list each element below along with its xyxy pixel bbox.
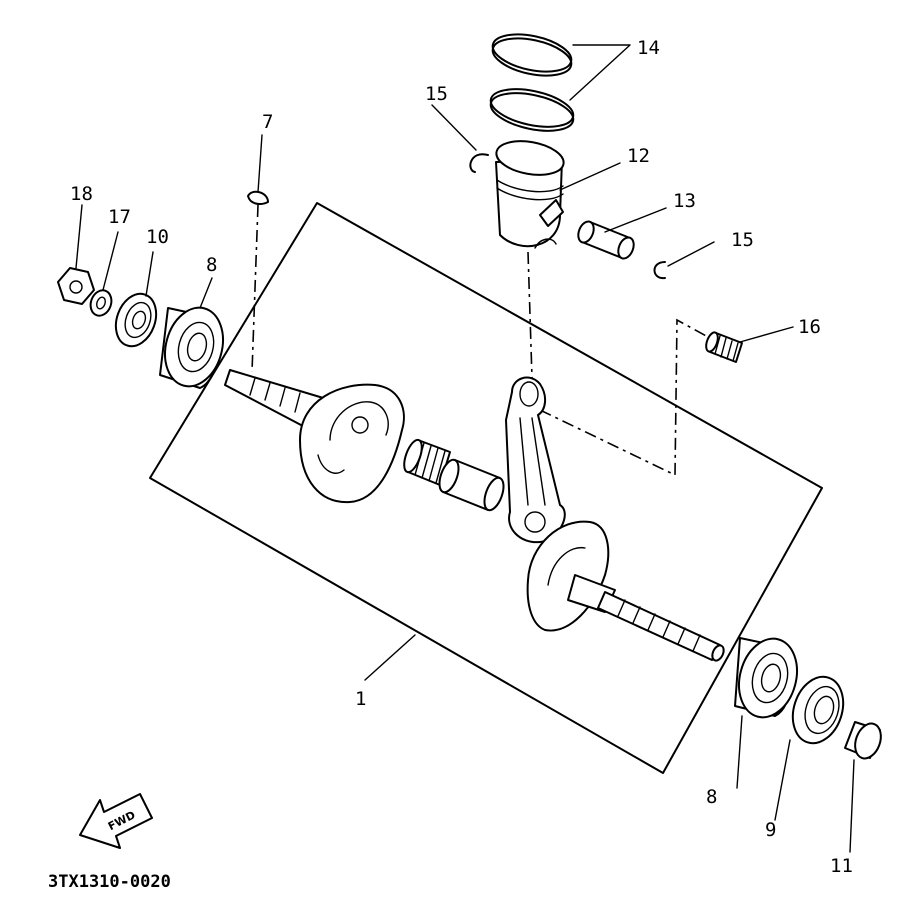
forward-arrow-icon: FWD bbox=[79, 793, 153, 849]
callout-8-left: 8 bbox=[206, 254, 217, 276]
callout-labels: 1 7 8 8 9 10 11 12 13 14 15 15 16 17 18 bbox=[70, 37, 853, 877]
callout-17: 17 bbox=[108, 206, 131, 228]
crank-nut bbox=[57, 267, 95, 305]
crank-pin bbox=[438, 458, 505, 512]
callout-12: 12 bbox=[627, 145, 650, 167]
diagram-code: 3TX1310-0020 bbox=[48, 872, 171, 892]
callout-15-right: 15 bbox=[731, 229, 754, 251]
oil-seal-left bbox=[114, 292, 158, 348]
callout-18: 18 bbox=[70, 183, 93, 205]
callout-15-top: 15 bbox=[425, 83, 448, 105]
leader-lines bbox=[75, 44, 855, 853]
crankshaft-right-half bbox=[526, 520, 725, 662]
piston bbox=[495, 140, 565, 249]
piston-pin bbox=[577, 220, 635, 260]
woodruff-key bbox=[247, 190, 269, 205]
bearing-left bbox=[159, 306, 224, 389]
callout-1: 1 bbox=[355, 688, 366, 710]
alignment-lines bbox=[251, 204, 711, 477]
callout-13: 13 bbox=[673, 190, 696, 212]
callout-9: 9 bbox=[765, 819, 776, 841]
circlips bbox=[469, 153, 666, 280]
callout-11: 11 bbox=[830, 855, 853, 877]
callout-14: 14 bbox=[637, 37, 660, 59]
piston-rings bbox=[489, 33, 575, 132]
callout-16: 16 bbox=[798, 316, 821, 338]
big-end-bearing bbox=[403, 438, 451, 486]
callout-10: 10 bbox=[146, 226, 169, 248]
crankshaft-left-half bbox=[224, 369, 405, 504]
collar bbox=[844, 721, 882, 760]
small-end-bearing bbox=[705, 331, 743, 363]
callout-7: 7 bbox=[262, 111, 273, 133]
callout-8-right: 8 bbox=[706, 786, 717, 808]
oil-seal-right bbox=[791, 675, 845, 745]
crank-assembly-frame bbox=[149, 202, 823, 774]
bearing-right bbox=[734, 637, 798, 719]
washer bbox=[89, 289, 113, 317]
connecting-rod bbox=[505, 376, 566, 544]
